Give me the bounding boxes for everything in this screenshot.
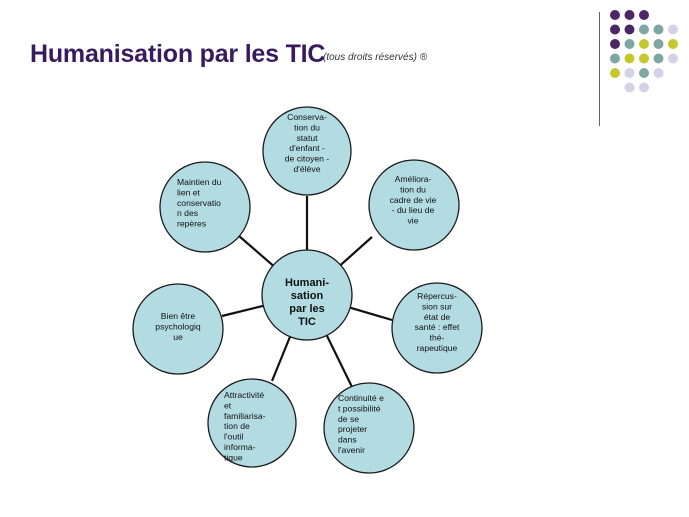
decor-dot [639, 10, 649, 20]
node-label-line: thé- [430, 333, 445, 343]
decor-dot [610, 10, 620, 20]
decor-dot [624, 82, 635, 93]
decor-dot [639, 53, 649, 64]
node-label-line: Bien être [161, 311, 196, 321]
decor-dot [624, 53, 635, 64]
decor-dot [624, 39, 635, 49]
node-label-line: sion sur [422, 301, 452, 311]
decor-dot [668, 39, 678, 49]
node-label-line: l'outil [224, 432, 243, 442]
center-label-line: Humani- [285, 277, 329, 289]
node-label-line: cadre de vie [390, 195, 437, 205]
node-label-line: tion de [224, 421, 250, 431]
node-label-line: d'enfant - [289, 143, 325, 153]
node-circle [391, 282, 483, 374]
node-label-line: Attractivité [224, 390, 264, 400]
slide-subtitle: (tous droits réservés) ® [323, 52, 428, 63]
node-label-line: Améliora- [395, 174, 432, 184]
decorative-divider [599, 12, 600, 126]
decor-dot [639, 82, 649, 93]
center-label-line: TIC [298, 316, 316, 328]
node-label-line: t possibilité [338, 403, 381, 413]
node-label-line: familiarisa- [224, 411, 266, 421]
node-label-line: de citoyen - [285, 154, 330, 164]
decor-dot [610, 53, 620, 64]
decor-dot [639, 68, 649, 78]
node-circle [159, 161, 251, 253]
node-label-line: et [224, 400, 232, 410]
decor-dot [653, 24, 664, 35]
decor-dot [624, 24, 635, 35]
node-label-line: dans [338, 435, 357, 445]
node-label-line: de se [338, 414, 359, 424]
node-label-line: - du lieu de [392, 205, 435, 215]
node-label-line: rapeutique [417, 343, 458, 353]
node-label-line: ue [173, 332, 183, 342]
decor-dot [653, 53, 664, 64]
decorative-dot-grid [610, 10, 678, 93]
node-label-line: n des [177, 208, 198, 218]
node-label-line: état de [424, 312, 451, 322]
decor-dot [653, 39, 664, 49]
node-label-line: projeter [338, 424, 367, 434]
decor-dot [668, 53, 678, 64]
center-label-line: par les [289, 303, 324, 315]
node-label-line: Maintien du [177, 177, 222, 187]
decor-dot [639, 39, 649, 49]
node-label-line: l'avenir [338, 445, 365, 455]
node-circle [132, 283, 224, 375]
decor-dot [668, 24, 678, 35]
node-label-line: Conserva- [287, 112, 327, 122]
decor-dot [624, 10, 635, 20]
decor-dot [610, 39, 620, 49]
node-label-line: tion du [294, 122, 320, 132]
center-label-line: sation [291, 290, 324, 302]
node-label-line: repères [177, 219, 206, 229]
decor-dot [624, 68, 635, 78]
node-label-line: vie [408, 216, 419, 226]
node-circle [207, 378, 297, 468]
node-label-line: informa- [224, 442, 256, 452]
node-circle [261, 249, 353, 341]
node-label-line: conservatio [177, 198, 221, 208]
node-circle [368, 159, 460, 251]
node-label-line: Répercus- [417, 291, 457, 301]
node-label-line: tion du [400, 184, 426, 194]
node-label-line: psychologiq [155, 321, 201, 331]
node-label-line: santé : effet [415, 322, 460, 332]
node-label-line: d'élève [294, 164, 321, 174]
node-label-line: lien et [177, 187, 201, 197]
decor-dot [653, 68, 664, 78]
node-label-line: tique [224, 452, 243, 462]
node-label-line: statut [296, 133, 318, 143]
node-circle [323, 382, 415, 474]
slide-title: Humanisation par les TIC [30, 40, 326, 68]
node-circle [262, 106, 352, 196]
decor-dot [610, 68, 620, 78]
node-label-line: Continuité e [338, 393, 384, 403]
decor-dot [639, 24, 649, 35]
decor-dot [610, 24, 620, 35]
